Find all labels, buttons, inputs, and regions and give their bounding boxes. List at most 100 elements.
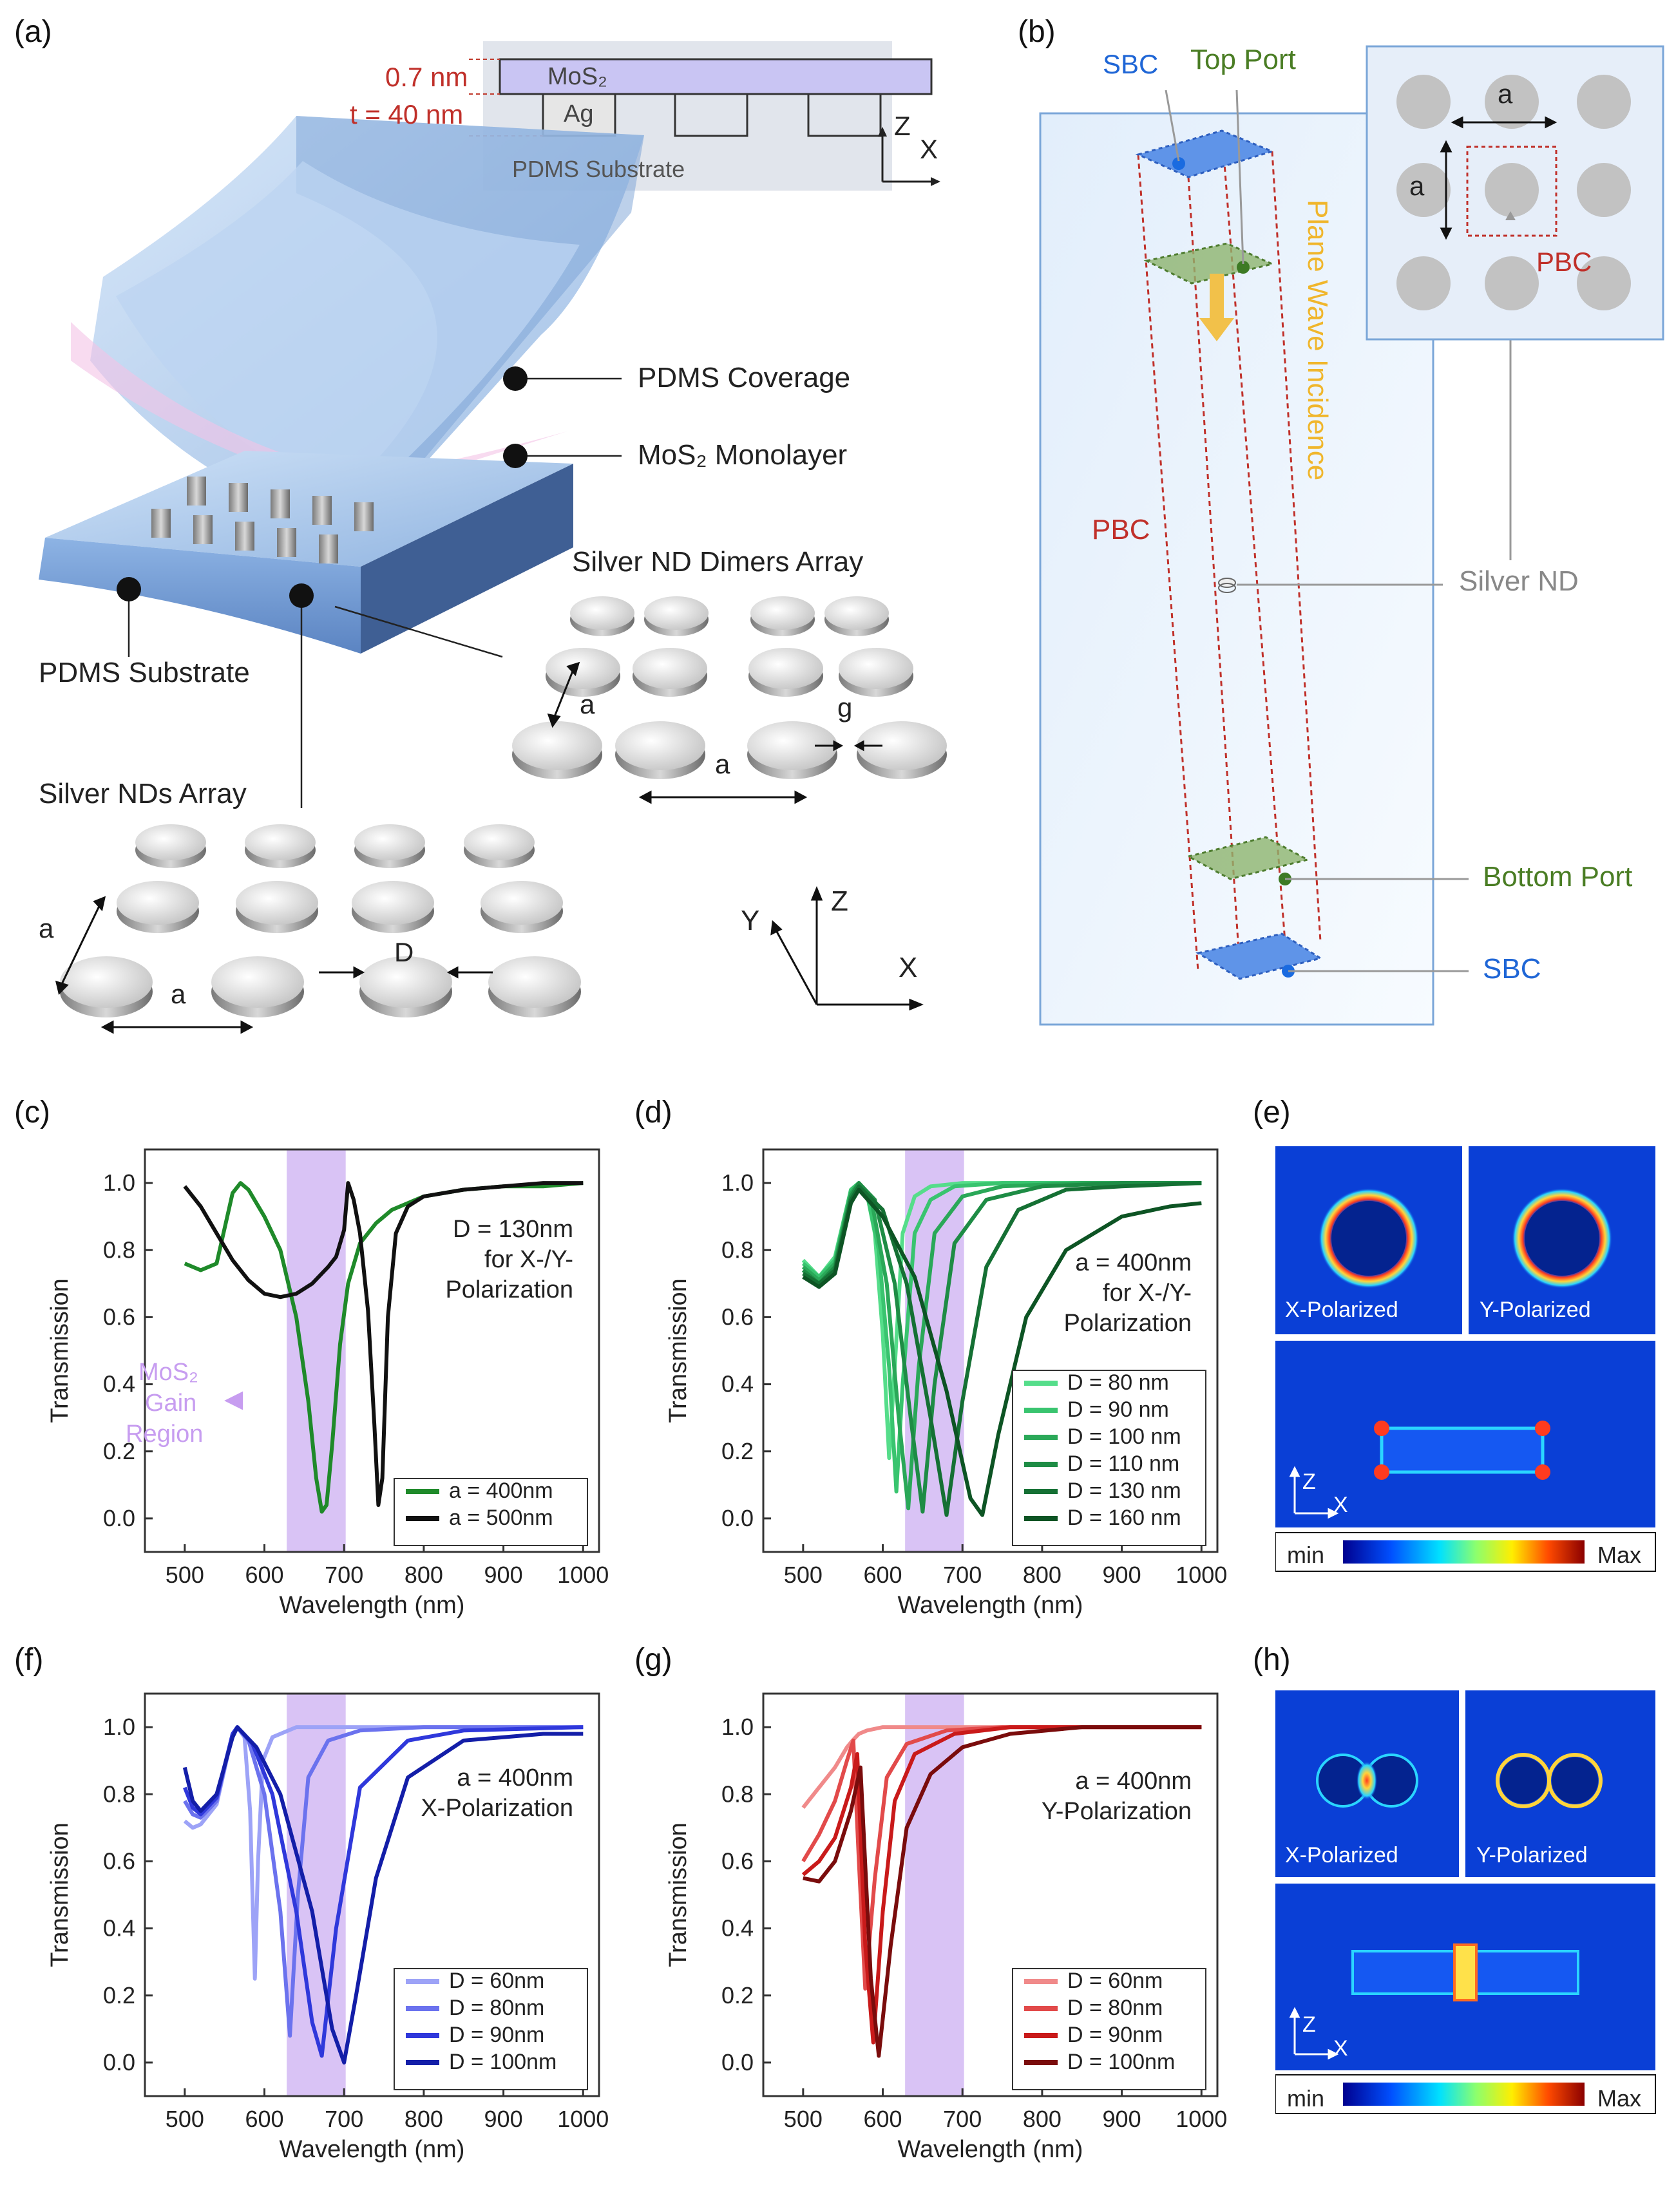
dimer-symbol-g: g [837, 692, 853, 723]
substrate-disc-array [151, 477, 374, 563]
y-tick-label: 0.6 [103, 1303, 135, 1330]
legend-label: D = 90nm [449, 2023, 544, 2047]
series-line [801, 1725, 1202, 2045]
sbc-bottom-label: SBC [1483, 953, 1541, 985]
h-x-pol-label: X-Polarized [1285, 1843, 1398, 1867]
h-colorbar-gradient [1343, 2083, 1585, 2106]
legend-box [394, 1968, 588, 2090]
y-tick-label: 0.2 [721, 1982, 754, 2009]
f-annotation-line2: X-Polarization [421, 1795, 573, 1822]
pbc-inset-symbol-a-horiz: a [1498, 79, 1513, 109]
x-tick-label: 900 [484, 2106, 523, 2132]
h-axis-z: Z [1302, 2012, 1316, 2037]
series-line [183, 1725, 584, 2038]
plot-frame [144, 1692, 600, 2097]
x-tick-label: 1000 [557, 1562, 609, 1588]
e-y-pol-label: Y-Polarized [1480, 1298, 1591, 1322]
dimer-symbol-a-horiz: a [715, 749, 730, 779]
sbc-top-dot [1172, 157, 1185, 170]
panel-a-illustration [39, 41, 947, 1034]
plot-frame [762, 1692, 1219, 2097]
y-tick-label: 0.8 [721, 1236, 754, 1263]
panel-label-g: (g) [634, 1643, 672, 1677]
silver-nd-label: Silver ND [1459, 565, 1579, 597]
x-axis-label: Wavelength (nm) [280, 2136, 465, 2163]
panel-label-h: (h) [1253, 1643, 1291, 1677]
y-axis-label: Transmission [46, 1822, 73, 1967]
x-tick-label: 800 [405, 1562, 443, 1588]
y-tick-label: 0.0 [103, 2049, 135, 2075]
axis-label-y: Y [741, 905, 760, 936]
cross-mos2-label: MoS₂ [548, 63, 607, 90]
nd-symbol-a-diag: a [39, 913, 54, 943]
legend-label: D = 60nm [1067, 1969, 1163, 1993]
x-tick-label: 700 [325, 2106, 363, 2132]
e-x-pol-label: X-Polarized [1285, 1298, 1398, 1322]
legend-label: D = 80nm [1067, 1996, 1163, 2020]
cross-substrate-label: PDMS Substrate [512, 156, 685, 182]
e-zx-axes [1289, 1466, 1339, 1519]
c-gain-line3: Region [126, 1421, 204, 1448]
y-tick-label: 1.0 [721, 1714, 754, 1740]
cross-ag-label: Ag [564, 100, 594, 128]
legend-label: D = 100nm [449, 2050, 557, 2074]
legend-label: D = 160 nm [1067, 1506, 1181, 1530]
y-axis-label: Transmission [665, 1822, 692, 1967]
pdms-substrate-block [39, 451, 573, 654]
y-tick-label: 0.8 [103, 1781, 135, 1807]
pbc-inset-arrows [1440, 116, 1557, 240]
plot-frame [762, 1148, 1219, 1553]
e-colorbar-gradient [1343, 1540, 1585, 1564]
c-gain-line2: Gain [145, 1390, 197, 1417]
plot-frame [144, 1148, 600, 1553]
x-tick-label: 600 [863, 1562, 902, 1588]
legend-box [1012, 1968, 1206, 2090]
x-tick-label: 500 [166, 2106, 204, 2132]
nd-disc-array [60, 824, 581, 1017]
x-tick-label: 500 [166, 1562, 204, 1588]
series-line [803, 1725, 1202, 2058]
y-tick-label: 0.6 [721, 1303, 754, 1330]
legend-label: D = 100nm [1067, 2050, 1175, 2074]
x-tick-label: 900 [484, 1562, 523, 1588]
legend-label: D = 90 nm [1067, 1397, 1169, 1422]
sbc-top-label: SBC [1103, 49, 1159, 79]
ag-thickness-label: t = 40 nm [350, 99, 464, 129]
legend-label: D = 90nm [1067, 2023, 1163, 2047]
callout-pdms-substrate: PDMS Substrate [39, 657, 250, 688]
series-line [183, 1181, 584, 1508]
silver-nd-small [1218, 578, 1236, 593]
legend-label: a = 400nm [449, 1479, 553, 1503]
f-annotation-line1: a = 400nm [457, 1764, 573, 1791]
panel-label-d: (d) [634, 1095, 672, 1130]
dimers-array-title: Silver ND Dimers Array [572, 546, 864, 578]
y-tick-label: 0.2 [103, 1982, 135, 2009]
nd-symbol-a-horiz: a [171, 979, 186, 1009]
top-port-face [1143, 242, 1275, 285]
panel-e-field-maps [1275, 1146, 1656, 1572]
panel-label-e: (e) [1253, 1095, 1291, 1130]
x-tick-label: 900 [1103, 1562, 1141, 1588]
legend-label: D = 110 nm [1067, 1451, 1179, 1476]
panel-label-f: (f) [14, 1643, 44, 1677]
y-tick-label: 0.6 [721, 1848, 754, 1874]
pdms-coverage-slab [90, 116, 644, 534]
panel-b-illustration [1039, 45, 1664, 1026]
series-line [802, 1187, 1202, 1517]
x-tick-label: 700 [325, 1562, 363, 1588]
x-axis-label: Wavelength (nm) [898, 2136, 1083, 2163]
nds-array-title: Silver NDs Array [39, 778, 247, 809]
y-tick-label: 0.6 [103, 1848, 135, 1874]
e-colorbar-min: min [1287, 1542, 1325, 1568]
legend-label: D = 60nm [449, 1969, 544, 1993]
legend-label: a = 500nm [449, 1506, 553, 1530]
legend-label: D = 80 nm [1067, 1370, 1169, 1395]
h-axis-x: X [1333, 2036, 1348, 2061]
mos2-thickness-label: 0.7 nm [385, 62, 468, 92]
nd-dimension-arrows [55, 896, 493, 1034]
mos2-monolayer-sheet [71, 322, 567, 496]
y-tick-label: 1.0 [103, 1714, 135, 1740]
